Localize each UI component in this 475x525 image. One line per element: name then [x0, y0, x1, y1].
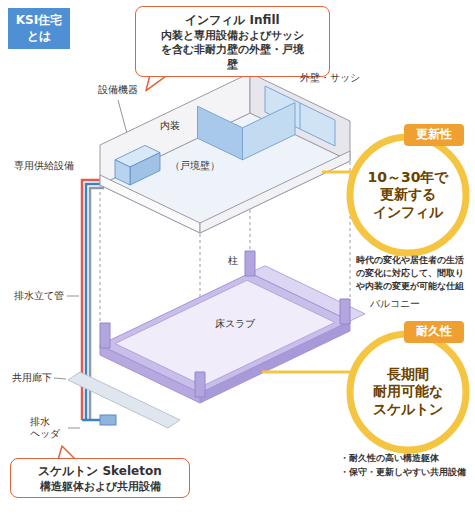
leader-line [68, 428, 80, 429]
part-label: 共用廊下 [12, 372, 52, 384]
feature-leader [262, 371, 358, 374]
part-label: （戸境壁） [170, 160, 220, 172]
part-label: 排水立て管 [14, 290, 64, 302]
cut-wall [100, 175, 200, 233]
beam-frame [100, 273, 350, 393]
tab-text: 更新性 [416, 127, 452, 143]
part-label: 外壁・サッシ [300, 72, 360, 84]
drain-header [100, 415, 116, 425]
callout-body: 構造躯体および共用設備 [21, 479, 179, 493]
part-label: 設備機器 [98, 84, 138, 96]
column [100, 323, 110, 348]
feature-circle: 10～30年で 更新する インフィル [346, 133, 470, 257]
column [340, 299, 350, 324]
feature-leaders [262, 172, 360, 372]
circle-text: 長期間 耐用可能な スケルトン [362, 366, 454, 419]
floor-slab [115, 280, 335, 386]
callout-heading: スケルトン Skeleton [21, 463, 179, 479]
title-box: KSI住宅 とは [8, 8, 70, 49]
equipment-box [130, 153, 160, 185]
callout-heading: インフィル Infill [157, 12, 308, 28]
circle-ring [350, 334, 466, 450]
guide-line [100, 186, 101, 323]
bullet-note: ・耐久性の高い構造躯体 [340, 452, 439, 465]
part-label: 柱 [228, 255, 238, 267]
callout-body: 内装と専用設備およびサッシを含む非耐力壁の外壁・戸境壁 [157, 28, 308, 71]
column [195, 372, 205, 397]
column [245, 251, 255, 276]
callout-box: インフィル Infill内装と専用設備およびサッシを含む非耐力壁の外壁・戸境壁 [135, 6, 330, 77]
cut-wall [200, 151, 350, 233]
equipment-box [115, 160, 130, 185]
circle-text: 10～30年で 更新する インフィル [362, 169, 454, 222]
feature-circle: 長期間 耐用可能な スケルトン [346, 330, 470, 454]
circle-ring [350, 137, 466, 253]
drain-pipe [82, 419, 100, 422]
box-text: KSI住宅 とは [12, 13, 66, 44]
part-label: 排水 ヘッダ [30, 416, 66, 440]
partition-wall [198, 106, 243, 160]
leader-line [54, 378, 66, 379]
part-label: バルコニー [370, 298, 420, 310]
window-mullion [300, 103, 301, 129]
callout-pointer [146, 75, 168, 91]
partition-wall [243, 103, 296, 160]
skeleton-frame [68, 251, 365, 428]
callout-box: スケルトン Skeleton構造躯体および共用設備 [10, 458, 190, 498]
category-tab: 耐久性 [404, 321, 464, 343]
part-label: 専用供給設備 [14, 160, 74, 172]
leader-line [67, 296, 79, 297]
tab-text: 耐久性 [416, 324, 452, 340]
description-note: 時代の変化や居住者の生活の変化に対応して、間取りや内装の変更が可能な仕組 [356, 254, 468, 293]
infill-unit [100, 73, 350, 233]
part-label: 内装 [160, 120, 180, 132]
part-label: 床スラブ [215, 318, 255, 330]
category-tab: 更新性 [404, 124, 464, 146]
bullet-note: ・保守・更新しやすい共用設備 [340, 466, 466, 479]
